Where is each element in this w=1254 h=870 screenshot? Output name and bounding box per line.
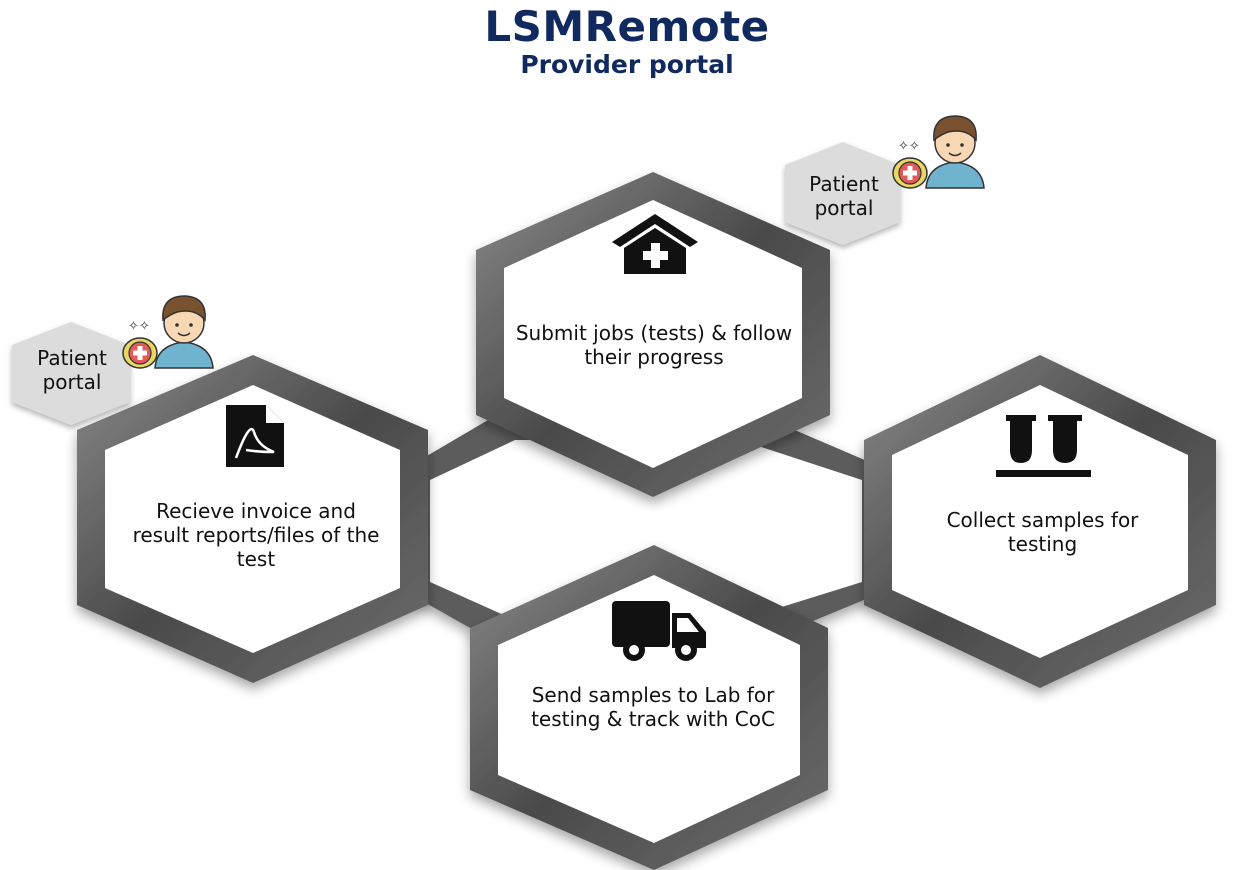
test-tubes-icon	[996, 415, 1091, 477]
center-hexagon	[403, 413, 888, 645]
pdf-file-icon	[226, 405, 284, 467]
collect-samples-label: Collect samples for testing	[946, 508, 1139, 556]
patient-portal-line1: Patient	[809, 172, 879, 196]
svg-text:✧✧: ✧✧	[898, 139, 920, 154]
page-subtitle: Provider portal	[520, 50, 734, 79]
patient-portal-label-top-right: Patient portal	[790, 172, 898, 220]
patient-portal-line2: portal	[814, 196, 874, 220]
page-title: LSMRemote	[484, 2, 770, 51]
patient-portal-badge-top-right	[785, 142, 900, 245]
submit-jobs-label: Submit jobs (tests) & follow their progr…	[515, 321, 793, 369]
hexagon-submit-jobs	[476, 172, 830, 497]
doctor-avatar-left: ✧✧	[122, 295, 214, 369]
patient-portal-label-left: Patient portal	[18, 346, 126, 394]
hexagon-send-samples	[470, 545, 828, 870]
hospital-icon	[612, 214, 698, 274]
hexagon-collect-samples	[864, 355, 1216, 688]
truck-icon	[612, 601, 706, 661]
doctor-avatar-top-right: ✧✧	[892, 115, 985, 189]
patient-portal-line2: portal	[42, 370, 102, 394]
svg-text:✧✧: ✧✧	[128, 319, 150, 334]
patient-portal-badge-left	[12, 322, 130, 425]
hexagon-receive-reports	[77, 355, 428, 683]
patient-portal-line1: Patient	[37, 346, 107, 370]
receive-reports-label: Recieve invoice and result reports/files…	[132, 499, 380, 571]
send-samples-label: Send samples to Lab for testing & track …	[531, 683, 775, 731]
